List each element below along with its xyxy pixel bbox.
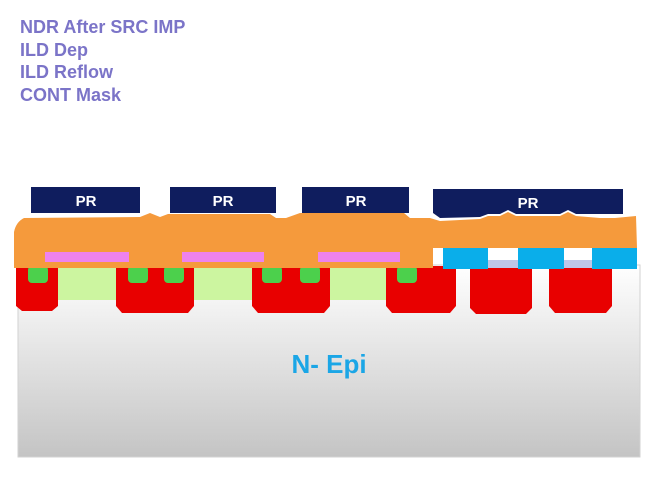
field-contact — [592, 248, 637, 269]
n-plus-source — [300, 266, 320, 283]
p-body-well — [386, 266, 456, 313]
n-plus-source — [28, 266, 48, 283]
p-body-well — [470, 266, 532, 314]
pr-label: PR — [213, 193, 234, 210]
photoresist-block — [170, 187, 276, 213]
process-step: NDR After SRC IMP — [20, 17, 186, 37]
p-body-well — [549, 266, 612, 313]
process-step: ILD Dep — [20, 39, 89, 60]
gate-poly — [318, 252, 400, 262]
process-step: ILD Reflow — [20, 62, 113, 82]
gate-poly-lines — [45, 252, 400, 262]
field-contact — [518, 248, 564, 269]
gate-poly — [182, 252, 264, 262]
pr-label: PR — [346, 193, 367, 210]
channel-region — [192, 266, 254, 300]
photoresist-block — [302, 187, 409, 213]
field-contact — [443, 248, 488, 269]
photoresist-block — [31, 187, 140, 213]
process-step: CONT Mask — [20, 84, 122, 105]
n-plus-source — [128, 266, 148, 283]
pr-label: PR — [76, 193, 97, 210]
process-step-list: NDR After SRC IMP ILD Dep ILD Reflow CON… — [20, 16, 185, 106]
channel-region — [328, 266, 388, 300]
gate-poly — [45, 252, 129, 262]
n-epi-label: N- Epi — [291, 349, 366, 379]
ild-oxide-layer — [14, 212, 637, 268]
n-plus-source — [164, 266, 184, 283]
n-plus-source — [397, 266, 417, 283]
channel-regions — [56, 266, 388, 300]
photoresist-block — [433, 189, 623, 218]
field-contacts — [443, 248, 637, 269]
channel-region — [56, 266, 120, 300]
pr-label: PR — [518, 195, 539, 212]
n-plus-sources — [28, 266, 417, 283]
n-plus-source — [262, 266, 282, 283]
photoresist-blocks — [31, 187, 623, 218]
